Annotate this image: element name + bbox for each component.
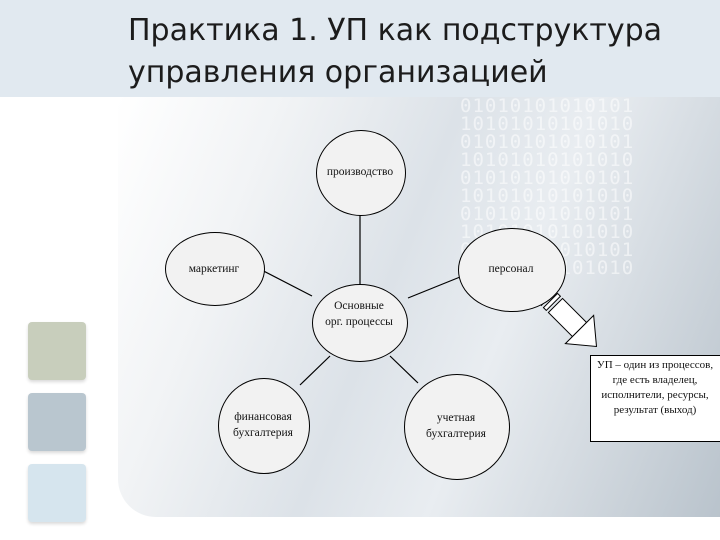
node-finance — [218, 378, 310, 474]
slide-title: Практика 1. УП как подструктура управлен… — [128, 10, 708, 94]
callout-text: УП – один из процессов, где есть владеле… — [596, 359, 714, 416]
side-square-3 — [28, 464, 86, 522]
node-personnel — [458, 228, 566, 312]
node-accounting-line-1: учетная — [436, 412, 476, 424]
node-finance-line-1: финансовая — [234, 411, 292, 423]
node-marketing — [165, 232, 265, 306]
node-marketing-label: маркетинг — [188, 263, 240, 275]
node-core-processes-label: Основные орг. процессы — [312, 298, 406, 330]
node-finance-line-2: бухгалтерия — [233, 427, 293, 439]
node-production — [316, 130, 406, 216]
callout-box — [590, 355, 720, 442]
node-core-processes-line-2: орг. процессы — [325, 316, 393, 328]
connector-accounting — [389, 355, 419, 384]
content-panel: 01010101010101 10101010101010 0101010101… — [118, 97, 720, 517]
node-accounting-label: учетная бухгалтерия — [404, 410, 508, 442]
side-square-2 — [28, 393, 86, 451]
node-core-processes-line-1: Основные — [334, 300, 384, 312]
connector-personnel — [407, 274, 466, 299]
side-square-1 — [28, 322, 86, 380]
node-core-processes — [312, 284, 408, 362]
title-line-2: управления организацией — [128, 55, 548, 90]
node-accounting — [404, 374, 510, 480]
node-finance-label: финансовая бухгалтерия — [218, 409, 308, 441]
title-line-1: Практика 1. УП как подструктура — [128, 13, 663, 48]
binary-pattern-decoration: 01010101010101 10101010101010 0101010101… — [460, 97, 635, 278]
connector-finance — [299, 355, 331, 386]
node-production-label: производство — [326, 166, 394, 178]
node-personnel-label: персонал — [488, 263, 534, 275]
node-accounting-line-2: бухгалтерия — [426, 428, 486, 440]
title-band — [0, 0, 720, 97]
